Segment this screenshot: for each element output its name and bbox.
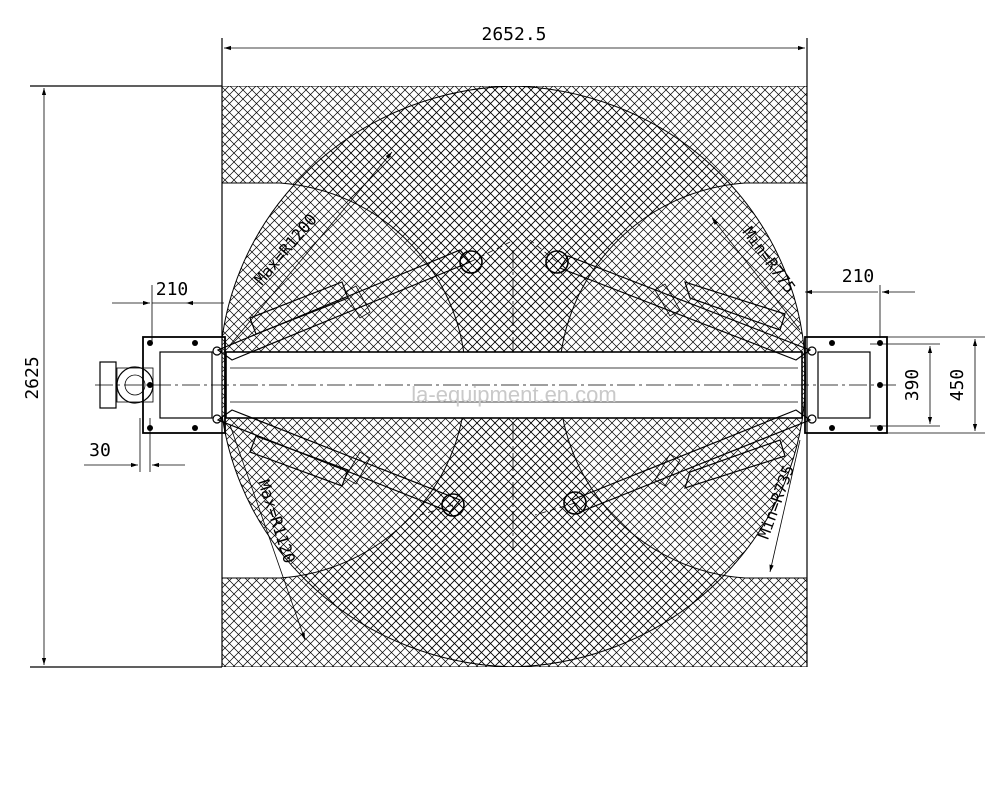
dim-base-offset-text: 30 [89,440,111,461]
motor-pump [99,361,154,409]
dim-right-offset-text: 210 [842,266,875,287]
watermark: la-equipment.en.com [411,382,616,407]
dim-right-offset: 210 [805,266,915,338]
dim-left-offset-text: 210 [156,279,189,300]
right-column [804,336,888,434]
dim-overall-width: 2652.5 [224,24,805,51]
lower-right-arm [563,409,812,515]
dim-overall-width-text: 2652.5 [481,24,546,45]
dim-column-size: 390 450 [870,336,985,434]
dim-overall-height: 2625 [22,88,47,665]
dim-left-offset: 210 [112,279,224,342]
dim-base-offset: 30 [84,418,185,472]
dim-overall-height-text: 2625 [22,356,43,399]
dim-column-inner-text: 390 [902,369,923,402]
left-column [142,336,226,434]
dim-column-outer-text: 450 [947,369,968,402]
lift-arms [216,249,812,517]
lower-left-arm [216,409,465,517]
cross-beam [95,351,900,419]
radius-leaders [229,151,801,641]
